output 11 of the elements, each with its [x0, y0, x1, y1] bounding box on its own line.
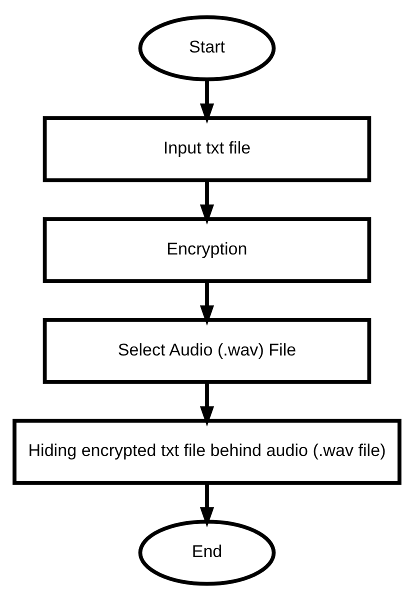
node-ellipse: End	[138, 519, 276, 586]
arrow	[200, 280, 214, 326]
node-box: Encryption	[42, 216, 372, 283]
arrow	[200, 79, 214, 124]
node-box: Hiding encrypted txt file behind audio (.wav file)	[12, 418, 402, 484]
arrow	[200, 382, 214, 426]
node-ellipse: Start	[138, 14, 276, 81]
arrow	[200, 482, 214, 527]
node-box: Input txt file	[42, 116, 372, 182]
arrow	[200, 180, 214, 224]
node-box: Select Audio (.wav) File	[42, 317, 372, 384]
